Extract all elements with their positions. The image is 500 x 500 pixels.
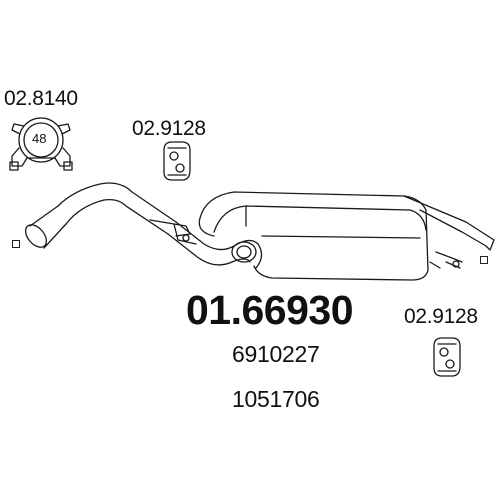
hanger-ref-label: 02.9128: [132, 117, 206, 140]
reference-marker: [480, 256, 488, 264]
alt-number-1: 6910227: [232, 341, 320, 367]
rubber-hanger-icon: [433, 337, 461, 377]
clamp-ref-label: 02.8140: [4, 87, 78, 110]
clamp-size-label: 48: [32, 131, 47, 146]
part-number: 01.66930: [186, 287, 354, 333]
exhaust-pipe-icon: [24, 182, 495, 281]
reference-marker: [12, 240, 20, 248]
alt-number-2: 1051706: [232, 386, 320, 412]
hanger-ref-label: 02.9128: [404, 305, 478, 328]
rubber-hanger-icon: [163, 141, 191, 181]
clamp-icon: [9, 117, 73, 171]
